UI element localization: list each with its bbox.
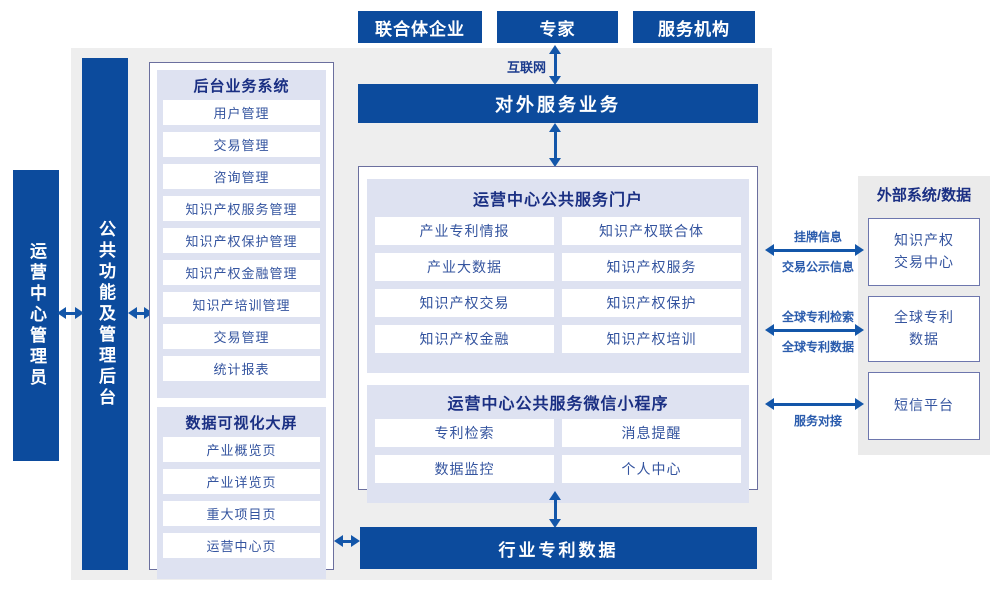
- ext-box-line: 交易中心: [894, 254, 954, 270]
- backend-item: 知识产培训管理: [163, 292, 320, 317]
- industry-patent-bar-label: 行业专利数据: [498, 540, 619, 560]
- dashboard-item: 运营中心页: [163, 533, 320, 558]
- dashboard-item: 重大项目页: [163, 501, 320, 526]
- arrow-service-connect: [765, 398, 864, 410]
- backend-system-items: 用户管理 交易管理 咨询管理 知识产权服务管理 知识产权保护管理 知识产权金融管…: [163, 100, 320, 381]
- arrow-portal-industry: [549, 491, 561, 528]
- actor-box-agency: 服务机构: [633, 11, 755, 43]
- portal-item: 知识产权交易: [375, 289, 554, 317]
- portal-title: 运营中心公共服务门户: [472, 192, 643, 209]
- link-label-global-search: 全球专利检索: [781, 310, 854, 324]
- miniprogram-item: 数据监控: [375, 455, 554, 483]
- miniprogram-item: 专利检索: [375, 419, 554, 447]
- ops-admin-bar-label: 运营中心管理员: [27, 242, 46, 389]
- portal-item: 知识产权培训: [562, 325, 741, 353]
- portal-section: 运营中心公共服务门户 产业专利情报 知识产权联合体 产业大数据 知识产权服务 知…: [367, 179, 749, 373]
- actor-box-union-label: 联合体企业: [375, 19, 465, 39]
- portal-item: 知识产权服务: [562, 253, 741, 281]
- actor-box-expert: 专家: [497, 11, 618, 43]
- backend-item: 咨询管理: [163, 164, 320, 189]
- ext-box-line: 数据: [909, 331, 939, 347]
- dashboard-title: 数据可视化大屏: [185, 415, 298, 432]
- arrow-backend-frame: [128, 307, 153, 319]
- miniprogram-item: 个人中心: [562, 455, 741, 483]
- arrow-global-patent: [765, 324, 864, 336]
- portal-item: 产业大数据: [375, 253, 554, 281]
- external-system-box-global-patent: 全球专利 数据: [868, 296, 980, 362]
- backend-item: 交易管理: [163, 132, 320, 157]
- arrow-listing-info: [765, 244, 864, 256]
- external-service-bar-label: 对外服务业务: [495, 94, 621, 115]
- backend-item: 知识产权金融管理: [163, 260, 320, 285]
- portal-items: 产业专利情报 知识产权联合体 产业大数据 知识产权服务 知识产权交易 知识产权保…: [375, 217, 741, 353]
- external-systems-panel: 外部系统/数据 知识产权 交易中心 全球专利 数据 短信平台: [858, 176, 990, 455]
- dashboard-items: 产业概览页 产业详览页 重大项目页 运营中心页: [163, 437, 320, 558]
- external-systems-title: 外部系统/数据: [876, 187, 972, 204]
- actor-box-expert-label: 专家: [539, 19, 576, 39]
- dashboard-item: 产业详览页: [163, 469, 320, 494]
- link-label-publicity: 交易公示信息: [781, 260, 854, 274]
- arrow-internet: [549, 45, 561, 85]
- ext-box-line: 全球专利: [894, 309, 954, 326]
- external-service-bar: 对外服务业务: [358, 84, 758, 123]
- miniprogram-item: 消息提醒: [562, 419, 741, 447]
- portal-item: 产业专利情报: [375, 217, 554, 245]
- portal-item: 知识产权联合体: [562, 217, 741, 245]
- portal-item: 知识产权金融: [375, 325, 554, 353]
- backend-item: 统计报表: [163, 356, 320, 381]
- arrow-admin-backend: [57, 307, 84, 319]
- backend-item: 用户管理: [163, 100, 320, 125]
- link-label-listing: 挂牌信息: [793, 230, 842, 244]
- miniprogram-section: 运营中心公共服务微信小程序 专利检索 消息提醒 数据监控 个人中心: [367, 385, 749, 503]
- ext-box-line: 知识产权: [894, 232, 954, 249]
- external-system-box-trade-center: 知识产权 交易中心: [868, 218, 980, 286]
- ext-box-line: 短信平台: [894, 397, 954, 414]
- backend-item: 知识产权保护管理: [163, 228, 320, 253]
- left-frame: 后台业务系统 用户管理 交易管理 咨询管理 知识产权服务管理 知识产权保护管理 …: [149, 62, 334, 579]
- backend-system-title: 后台业务系统: [193, 78, 290, 95]
- backend-item: 交易管理: [163, 324, 320, 349]
- external-system-box-sms: 短信平台: [868, 372, 980, 440]
- admin-backend-bar: 公共功能及管理后台: [82, 58, 128, 570]
- ops-admin-bar: 运营中心管理员: [13, 170, 59, 461]
- arrow-service-portal: [549, 123, 561, 167]
- industry-patent-bar: 行业专利数据: [360, 527, 757, 569]
- arrow-dashboard-industry: [334, 535, 360, 547]
- miniprogram-title: 运营中心公共服务微信小程序: [447, 396, 669, 413]
- actor-box-agency-label: 服务机构: [658, 19, 730, 39]
- miniprogram-items: 专利检索 消息提醒 数据监控 个人中心: [375, 419, 741, 483]
- backend-system-section: 后台业务系统 用户管理 交易管理 咨询管理 知识产权服务管理 知识产权保护管理 …: [157, 70, 326, 398]
- backend-item: 知识产权服务管理: [163, 196, 320, 221]
- center-frame: 运营中心公共服务门户 产业专利情报 知识产权联合体 产业大数据 知识产权服务 知…: [358, 166, 758, 503]
- dashboard-section: 数据可视化大屏 产业概览页 产业详览页 重大项目页 运营中心页: [157, 407, 326, 579]
- actor-box-union: 联合体企业: [358, 11, 482, 43]
- link-label-service-connect: 服务对接: [793, 414, 842, 428]
- admin-backend-bar-label: 公共功能及管理后台: [96, 219, 115, 409]
- link-label-global-data: 全球专利数据: [781, 340, 854, 354]
- internet-label: 互联网: [506, 60, 546, 75]
- dashboard-item: 产业概览页: [163, 437, 320, 462]
- portal-item: 知识产权保护: [562, 289, 741, 317]
